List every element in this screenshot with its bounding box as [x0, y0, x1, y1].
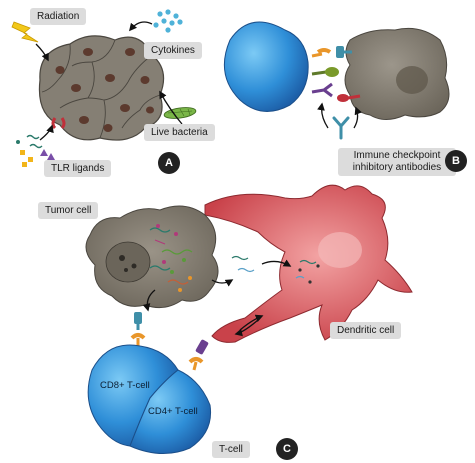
dendritic-cell-shape	[204, 184, 413, 343]
cytokines-label: Cytokines	[144, 42, 202, 59]
antibody-icon	[332, 116, 350, 140]
receptor-pair-icon	[311, 46, 352, 58]
mhc-tcr-cd4-icon	[188, 339, 209, 371]
panel-c-badge: C	[276, 438, 298, 460]
red-ligand-icon	[337, 94, 361, 102]
cd4-t-cell	[129, 369, 212, 454]
tumor-cell-label: Tumor cell	[38, 202, 99, 219]
t-cell-panel-b	[223, 21, 309, 112]
radiation-lightning-icon	[11, 21, 39, 43]
mhc-tcr-cd8-icon	[130, 312, 146, 346]
tlr-ligands-icon	[16, 134, 55, 167]
t-cell-group	[87, 344, 212, 454]
radiation-label: Radiation	[30, 8, 87, 25]
apc-cell-panel-b	[344, 27, 450, 120]
tumor-cell-shape	[85, 205, 219, 309]
panel-a	[11, 9, 197, 167]
tlr-ligands-label: TLR ligands	[44, 160, 112, 177]
panel-c	[85, 184, 413, 454]
live-bacteria-label: Live bacteria	[144, 124, 215, 141]
panel-b-badge: B	[445, 150, 467, 172]
purple-receptor-icon	[311, 82, 333, 98]
dendritic-cell-label: Dendritic cell	[330, 322, 402, 339]
checkpoint-antibodies-label: Immune checkpoint inhibitory antibodies	[338, 148, 456, 176]
tumor-cluster	[38, 35, 165, 141]
tlr-receptor-icon	[51, 117, 66, 130]
tumor-nucleus	[105, 241, 151, 283]
t-cell-label: T-cell	[212, 441, 250, 458]
green-receptor-icon	[311, 67, 339, 77]
tumor-antigens-icon	[149, 227, 193, 285]
cytokines-icon	[153, 9, 183, 33]
antigen-transfer-icon	[231, 255, 317, 279]
panel-a-badge: A	[158, 152, 180, 174]
checkpoint-label-line2: inhibitory antibodies	[352, 162, 442, 173]
live-bacteria-icon	[163, 107, 197, 119]
cd8-t-cell-label: CD8+ T-cell	[100, 380, 150, 391]
cd4-t-cell-label: CD4+ T-cell	[148, 406, 198, 417]
panel-b	[223, 21, 450, 140]
checkpoint-label-line1: Immune checkpoint	[353, 150, 441, 161]
